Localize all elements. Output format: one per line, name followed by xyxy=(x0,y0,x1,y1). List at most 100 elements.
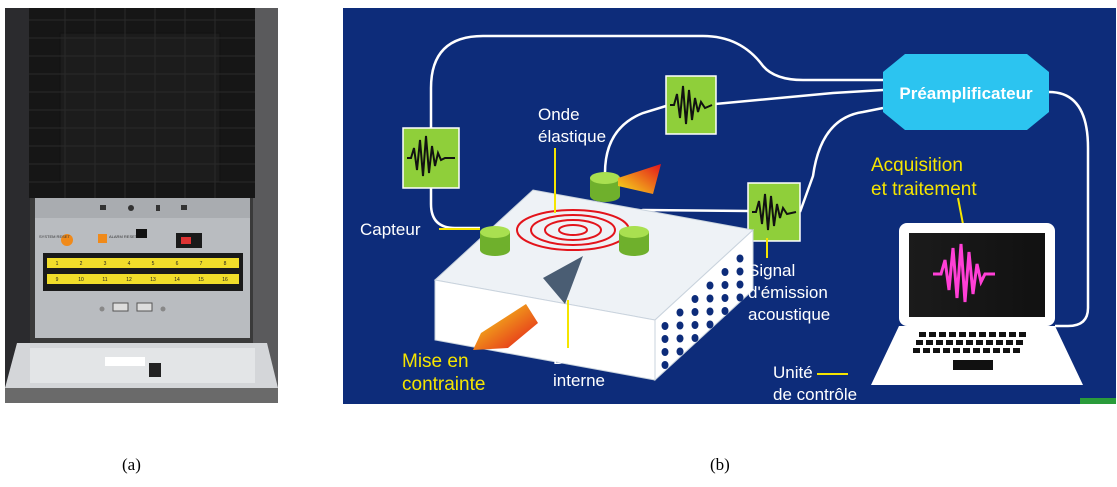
keyboard-key xyxy=(959,332,966,337)
channel-number: 6 xyxy=(176,261,179,267)
keyboard-key xyxy=(966,340,973,345)
block-hole xyxy=(691,295,699,303)
keyboard-key xyxy=(956,340,963,345)
keyboard-key xyxy=(936,340,943,345)
block-hole xyxy=(721,294,729,302)
signal-label-1: Signal xyxy=(748,261,795,280)
stress-arrow-top xyxy=(618,164,661,194)
diagram-canvas: Préamplificateur xyxy=(360,34,1116,404)
alarm-reset-label: ALARM RESET xyxy=(109,234,138,239)
block-hole xyxy=(676,308,684,317)
channel-number: 8 xyxy=(224,261,227,267)
internal-defect xyxy=(543,256,583,304)
acquisition-label-1: Acquisition xyxy=(871,155,963,176)
usb-port-1[interactable] xyxy=(112,302,129,312)
channel-number: 10 xyxy=(78,277,84,283)
block-hole xyxy=(736,280,744,289)
channel-number: 3 xyxy=(104,261,107,267)
keyboard-key xyxy=(929,332,936,337)
channel-number: 14 xyxy=(174,277,180,283)
keyboard-key xyxy=(969,332,976,337)
system-reset-label: SYSTEM RESET xyxy=(39,234,70,239)
caption-b: (b) xyxy=(710,455,730,474)
channel-number: 5 xyxy=(152,261,155,267)
keyboard-key xyxy=(983,348,990,353)
sensor-right xyxy=(619,226,649,256)
signal-box-top xyxy=(665,75,717,135)
block-hole xyxy=(691,308,699,316)
acoustic-emission-diagram: Préamplificateur xyxy=(343,8,1116,404)
mise-label-1: Mise en xyxy=(402,351,469,372)
channel-number: 9 xyxy=(56,277,59,283)
block-hole xyxy=(736,267,744,276)
block-hole xyxy=(706,294,714,303)
keyboard-key xyxy=(919,332,926,337)
laptop-base xyxy=(871,326,1083,385)
block-hole xyxy=(736,254,744,263)
channel-number: 12 xyxy=(126,277,132,283)
block-hole xyxy=(676,347,684,356)
block-hole xyxy=(661,348,669,356)
sensor-top xyxy=(590,172,620,202)
keyboard-key xyxy=(986,340,993,345)
block-hole xyxy=(706,320,714,329)
onde-label-2: élastique xyxy=(538,127,606,146)
keyboard-key xyxy=(953,348,960,353)
keyboard-key xyxy=(973,348,980,353)
small-switch[interactable] xyxy=(136,229,147,238)
signal-label-3: acoustique xyxy=(748,305,830,324)
block-hole xyxy=(661,335,669,343)
keyboard-key xyxy=(933,348,940,353)
channel-number: 13 xyxy=(150,277,156,283)
onde-label-1: Onde xyxy=(538,105,580,124)
cables xyxy=(429,34,1090,328)
system-reset-button[interactable] xyxy=(61,234,73,246)
keyboard-key xyxy=(923,348,930,353)
caption-a: (a) xyxy=(122,455,141,474)
block-hole xyxy=(691,321,699,329)
keyboard-key xyxy=(1006,340,1013,345)
keyboard-key xyxy=(989,332,996,337)
channel-number: 15 xyxy=(198,277,204,283)
keyboard-key xyxy=(979,332,986,337)
channel-number: 11 xyxy=(102,277,107,283)
preamplifier xyxy=(883,54,1049,130)
keyboard-key xyxy=(926,340,933,345)
block-hole xyxy=(721,268,729,276)
channel-number: 4 xyxy=(128,261,131,267)
acquisition-label-2: et traitement xyxy=(871,179,977,200)
alarm-reset-button[interactable] xyxy=(98,234,107,243)
block-hole xyxy=(661,322,669,330)
unite-label-1: Unité xyxy=(773,363,813,382)
keyboard-key xyxy=(913,348,920,353)
leader-lines xyxy=(439,148,972,375)
screen-waveform xyxy=(933,243,995,303)
channel-number: 16 xyxy=(222,277,228,283)
keyboard-key xyxy=(976,340,983,345)
sensor-left xyxy=(480,226,510,256)
block-hole xyxy=(736,293,744,302)
signal-box-right xyxy=(747,182,801,242)
defaut-label-2: interne xyxy=(553,371,605,390)
keyboard-key xyxy=(916,340,923,345)
keyboard-key xyxy=(943,348,950,353)
stress-arrow-bottom xyxy=(473,304,538,350)
preamplifier-label: Préamplificateur xyxy=(899,84,1033,103)
control-laptop xyxy=(871,223,1083,385)
block-hole xyxy=(676,334,684,343)
keyboard-key xyxy=(1016,340,1023,345)
block-hole xyxy=(706,307,714,316)
channel-number: 1 xyxy=(56,261,59,267)
keyboard-key xyxy=(939,332,946,337)
block-hole xyxy=(721,307,729,315)
signal-box-left xyxy=(402,127,460,189)
keyboard-key xyxy=(946,340,953,345)
channel-number: 7 xyxy=(200,261,203,267)
signal-label-2: d'émission xyxy=(748,283,828,302)
specimen-block xyxy=(433,189,755,382)
capteur-label: Capteur xyxy=(360,220,421,239)
usb-port-2[interactable] xyxy=(136,302,153,312)
